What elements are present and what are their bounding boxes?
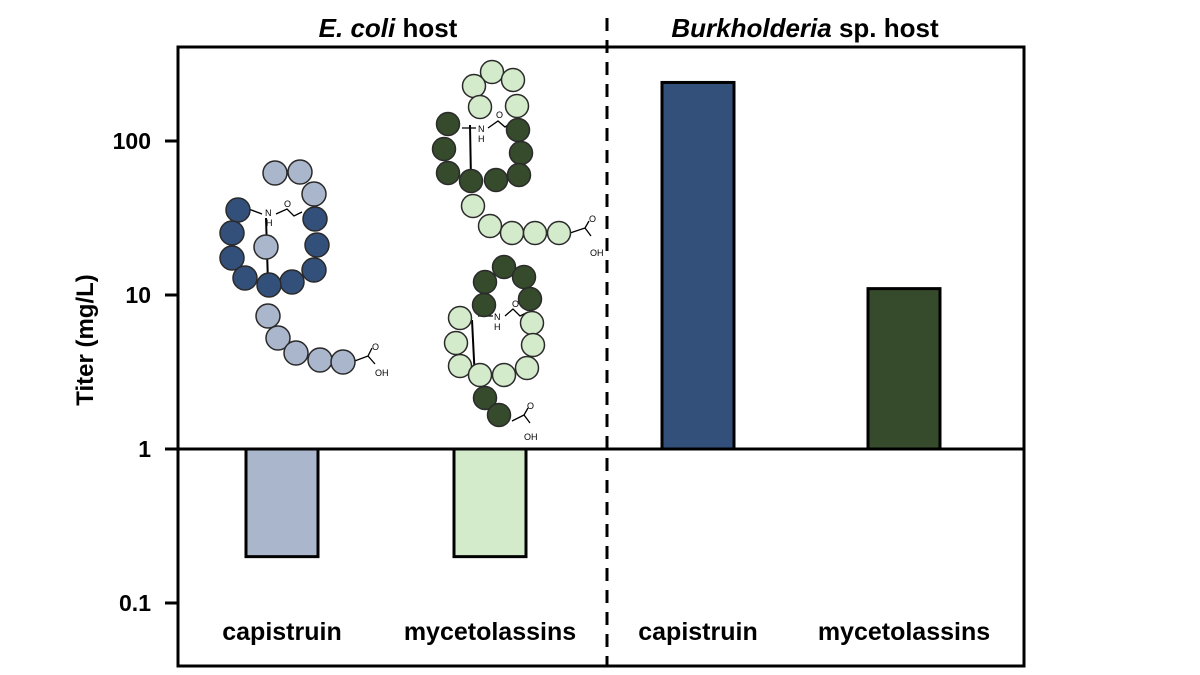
capistruin-bead-12 [256,272,282,298]
myceto2-bead-0 [491,254,517,280]
capistruin-bead-4 [302,206,328,232]
myceto2-acid-o-label: O [527,401,534,411]
capistruin-bead-7 [219,245,245,271]
bar-ecoli-mycetolassins [452,447,528,559]
bar-burkholderia-capistruin [660,80,736,451]
capistruin-bead-6 [304,232,330,258]
bar-ecoli-capistruin [244,447,320,559]
myceto1-bead-11 [458,168,484,194]
capistruin-bead-11 [279,269,305,295]
myceto2-bead-4 [517,286,543,312]
group-title-ecoli-rest: host [395,13,457,43]
category-labels: capistruin mycetolassins capistruin mycetol… [222,618,990,646]
myceto1-acid-bond [569,220,592,237]
group-title-burkholderia: Burkholderia sp. host [671,13,939,43]
myceto1-h-label: H [478,134,485,144]
myceto1-bead-13 [460,193,486,219]
myceto2-nh-label: N [494,312,501,322]
mycetolassin-structure-illustration-2: N H O O OH [443,254,546,442]
capistruin-bead-15 [283,340,309,366]
myceto1-o-label: O [496,110,503,120]
myceto2-bead-11 [467,362,493,388]
capistruin-bead-17 [330,349,356,375]
myceto1-bead-9 [435,160,461,186]
myceto1-bead-6 [505,117,531,143]
myceto2-bead-7 [443,330,469,356]
capistruin-bead-16 [307,347,333,373]
myceto1-bead-1 [500,67,526,93]
y-tick-label-3: 100 [113,128,151,154]
myceto2-bead-3 [471,292,497,318]
capistruin-bead-8 [253,234,279,260]
category-label-0: capistruin [222,618,341,646]
y-tick-label-1: 1 [138,436,151,462]
myceto1-bead-2 [461,73,487,99]
capistruin-o-label: O [284,199,291,209]
myceto2-bead-10 [514,355,540,381]
myceto1-bead-5 [435,111,461,137]
myceto1-bead-14 [477,213,503,239]
myceto1-bead-16 [522,220,548,246]
capistruin-nh-label: N [265,208,272,218]
myceto2-bead-9 [447,353,473,379]
myceto2-bead-2 [472,269,498,295]
y-axis-ticks: 0.1 1 10 100 [113,128,178,616]
myceto1-bead-10 [506,162,532,188]
myceto2-bead-12 [491,362,517,388]
y-tick-label-2: 10 [125,282,151,308]
bars [244,80,942,559]
capistruin-bead-0 [262,160,288,186]
myceto2-bead-5 [447,305,473,331]
capistruin-acid-o-label: O [372,342,379,352]
myceto1-nh-label: N [478,124,485,134]
myceto1-bead-17 [546,220,572,246]
capistruin-bead-10 [232,265,258,291]
capistruin-structure-illustration: N H O O OH [219,159,389,378]
capistruin-bead-5 [219,220,245,246]
myceto1-oh-label: OH [590,248,604,258]
y-tick-label-0: 0.1 [119,590,151,616]
capistruin-bead-3 [225,197,251,223]
myceto2-bead-1 [511,264,537,290]
category-label-3: mycetolassins [818,618,990,646]
myceto2-bead-8 [520,332,546,358]
capistruin-acid-bond [351,347,376,365]
mycetolassin-structure-illustration-1: N H O O OH [431,59,604,258]
myceto1-acid-o-label: O [589,214,596,224]
myceto2-bead-13 [472,385,498,411]
myceto2-bead-6 [519,310,545,336]
y-axis-label: Titer (mg/L) [72,274,99,406]
myceto2-acid-bond [511,407,531,424]
myceto2-bead-14 [486,402,512,428]
capistruin-bead-13 [255,303,281,329]
bar-burkholderia-mycetolassins [866,287,942,451]
capistruin-bead-9 [301,257,327,283]
capistruin-h-label: H [266,218,273,228]
capistruin-oh-label: OH [375,368,389,378]
myceto2-h-label: H [494,322,501,332]
myceto1-bead-15 [499,220,525,246]
category-label-2: capistruin [638,618,757,646]
myceto1-bead-4 [504,93,530,119]
group-title-burkholderia-italic: Burkholderia [671,13,831,43]
myceto1-bead-3 [467,94,493,120]
capistruin-bead-2 [301,181,327,207]
myceto1-bead-7 [431,136,457,162]
capistruin-linker-bond [245,207,303,217]
group-title-ecoli-italic: E. coli [319,13,396,43]
myceto1-bead-12 [483,167,509,193]
myceto2-oh-label: OH [524,432,538,442]
group-title-burkholderia-rest: sp. host [832,13,939,43]
myceto2-o-label: O [512,299,519,309]
myceto1-bead-8 [508,140,534,166]
capistruin-bead-1 [287,159,313,185]
capistruin-bead-14 [265,325,291,351]
group-title-ecoli: E. coli host [319,13,458,43]
plot-frame [176,45,1026,668]
category-label-1: mycetolassins [404,618,576,646]
myceto1-bead-0 [479,59,505,85]
